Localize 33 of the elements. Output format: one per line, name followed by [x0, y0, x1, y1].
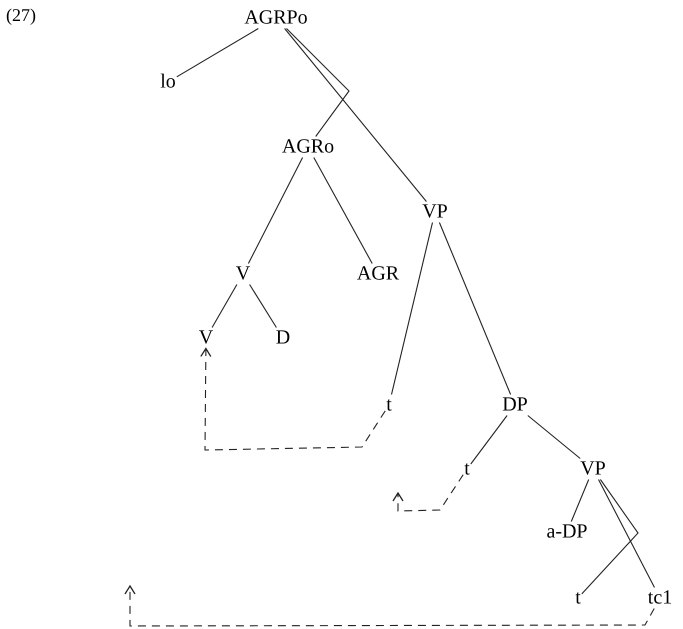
tree-label: DP [502, 392, 528, 418]
branch-line [313, 157, 373, 264]
tree-label: V [236, 262, 250, 286]
tree-label: VP [580, 456, 606, 482]
branch-line [570, 479, 590, 522]
branch-line [249, 284, 277, 328]
tree-label: t [464, 456, 470, 482]
example-number: (27) [6, 6, 36, 24]
branch-line [598, 479, 655, 588]
branch-line [284, 28, 427, 202]
branch-line [286, 28, 350, 137]
movement-arrow [124, 585, 655, 627]
tree-label: D [276, 326, 290, 350]
tree-label: AGRo [282, 134, 334, 160]
branch-line [390, 222, 434, 395]
tree-label: lo [160, 70, 176, 94]
branch-line [581, 479, 639, 594]
branch-line [470, 415, 508, 464]
tree-label: V [198, 326, 214, 350]
tree-label: a-DP [546, 520, 588, 544]
branch-line [212, 284, 238, 328]
tree-label: t [575, 586, 581, 610]
movement-arrow [200, 348, 386, 451]
branch-line [176, 28, 259, 78]
branch-line [527, 415, 581, 459]
tree-label: AGR [356, 262, 400, 286]
tree-label: t [386, 392, 392, 418]
movement-arrow [392, 474, 464, 512]
tree-label: tc1 [648, 586, 672, 610]
tree-label: VP [422, 200, 448, 224]
branch-line [438, 222, 512, 395]
tree-label: AGRPo [244, 6, 308, 30]
branch-line [248, 157, 304, 264]
